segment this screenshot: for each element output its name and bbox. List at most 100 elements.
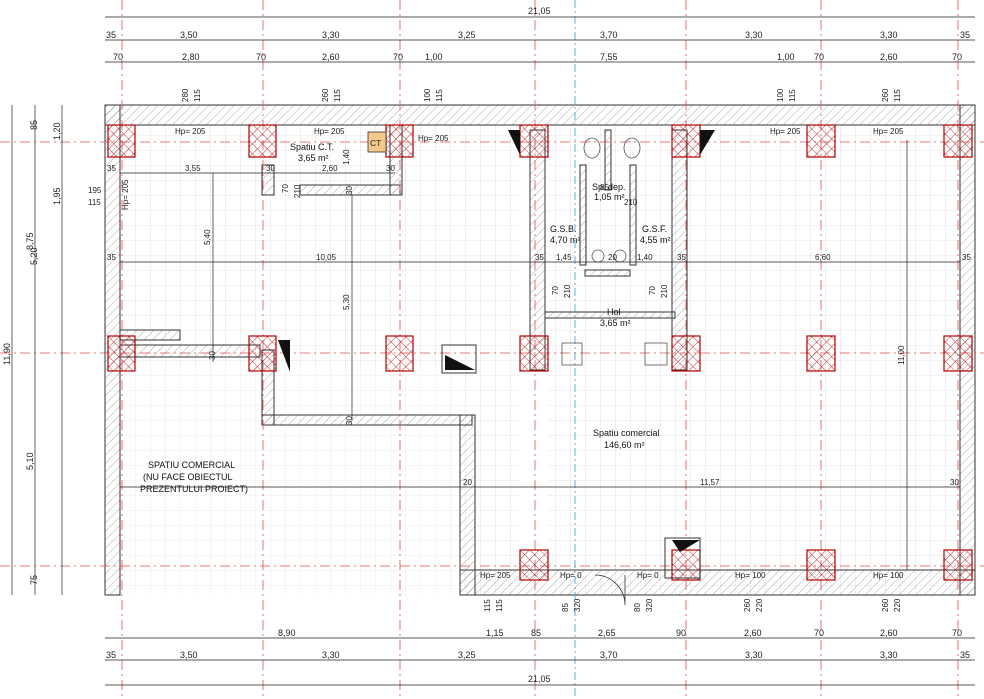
left-inner-dim-4: 5,20 [29,247,39,265]
dim-660: 6,60 [815,253,831,262]
win-bot-2b: 320 [573,598,582,612]
neighbour-grid [108,365,460,595]
bottom-dim2-5: 3,70 [600,650,618,660]
hp-label-5: Hp= 205 [873,127,904,136]
win-bot-3b: 320 [645,598,654,612]
dim-140: 1,40 [637,253,653,262]
bottom-dim2-3: 3,30 [322,650,340,660]
duct-box-2 [664,537,701,579]
bottom-total-dim: 21,05 [528,674,551,684]
top-dim2-11: 70 [952,52,962,62]
hp-label-4: Hp= 205 [770,127,801,136]
room-comercial-name: Spatiu comercial [593,428,660,438]
win-top-3a: 100 [423,88,432,102]
dim-85: 85 [600,183,609,192]
bottom-dim2-4: 3,25 [458,650,476,660]
dim-30-v2: 30 [345,186,354,195]
top-dim-2: 3,50 [180,30,198,40]
hp-label-10: Hp= 100 [873,571,904,580]
top-dim2-4: 2,60 [322,52,340,62]
win-bot-5b: 220 [893,598,902,612]
win-bot-5a: 260 [881,598,890,612]
left-mid-dim-1: 8,75 [25,232,35,250]
bottom-dim-2: 1,15 [486,628,504,638]
top-dim2-1: 70 [113,52,123,62]
dim-1005: 10,05 [316,253,337,262]
dim-70-b: 70 [551,286,560,295]
walls [104,104,976,596]
left-inner-dim-1: 85 [29,120,39,130]
dim-20-a: 20 [463,478,472,487]
room-hol-name: Hol [607,307,621,317]
dim-35-r: 35 [677,253,686,262]
entrance-door [594,574,626,606]
left-inner-dim-5: 75 [29,575,39,585]
dim-210-a: 210 [293,184,302,198]
bottom-dim2-6: 3,30 [745,650,763,660]
dim-540: 5,40 [203,229,212,245]
dim-1100: 11,00 [897,345,906,365]
dim-210-b: 210 [563,284,572,298]
win-top-1b: 115 [193,89,202,102]
dim-35-rr: 35 [962,253,971,262]
bottom-dim-1: 8,90 [278,628,296,638]
top-dim2-8: 1,00 [777,52,795,62]
dim-1157: 11,57 [700,478,720,487]
top-dim-4: 3,25 [458,30,476,40]
win-top-2a: 260 [321,88,330,102]
bottom-dim-4: 2,65 [598,628,616,638]
room-dep-name: Sp. dep. [592,182,626,192]
bottom-dim-7: 70 [814,628,824,638]
win-bot-4b: 220 [755,598,764,612]
bottom-dim-6: 2,60 [744,628,762,638]
win-bot-4a: 260 [743,598,752,612]
top-dim2-9: 70 [814,52,824,62]
top-total-dim: 21,05 [528,6,551,16]
win-top-4b: 115 [788,89,797,102]
win-bot-3a: 80 [633,603,642,612]
win-bot-1a: 115 [483,599,492,612]
hp-label-3: Hp= 205 [418,134,449,143]
bottom-dim-8: 2,60 [880,628,898,638]
left-small-dim-2: 115 [88,198,101,207]
win-top-5a: 260 [881,88,890,102]
room-gsf-area: 4,55 m² [640,235,671,245]
dim-355: 3,55 [185,164,201,173]
dim-530: 5,30 [342,294,351,310]
hp-label-left: Hp= 205 [121,179,130,210]
dim-30-v3: 30 [345,416,354,425]
dim-210-c: 210 [660,284,669,298]
room-hol-area: 3,65 m² [600,318,631,328]
columns [107,124,973,581]
win-top-3b: 115 [435,89,444,102]
room-comercial-area: 146,60 m² [604,440,645,450]
bottom-dim-3: 85 [531,628,541,638]
top-dim2-7: 7,55 [600,52,618,62]
bottom-dim-5: 90 [676,628,686,638]
room-ct-area: 3,65 m² [298,153,329,163]
left-small-dim-1: 195 [88,186,102,195]
hp-label-9: Hp= 0 [637,571,659,580]
room-gsf-name: G.S.F. [642,224,667,234]
hp-label-1: Hp= 205 [175,127,206,136]
dim-30-a: 30 [266,164,275,173]
win-top-4a: 100 [776,88,785,102]
room-dep-dim: 210 [624,198,638,207]
top-dim-8: 35 [960,30,970,40]
dim-30-v1: 30 [208,351,217,360]
dim-145: 1,45 [556,253,572,262]
dim-140v: 1,40 [342,149,351,165]
hp-label-7: Hp= 100 [735,571,766,580]
left-inner-dim-2: 1,20 [52,122,62,140]
dim-20-b: 20 [608,253,617,262]
dim-70-c: 70 [648,286,657,295]
note-line-2: (NU FACE OBIECTUL [143,472,233,482]
dim-260: 2,60 [322,164,338,173]
top-dim-6: 3,30 [745,30,763,40]
dim-35-l: 35 [107,253,116,262]
bottom-dim2-2: 3,50 [180,650,198,660]
left-mid-dim-2: 5,10 [25,452,35,470]
left-inner-dim-3: 1,95 [52,187,62,205]
left-outer-dim: 11,90 [2,343,12,365]
